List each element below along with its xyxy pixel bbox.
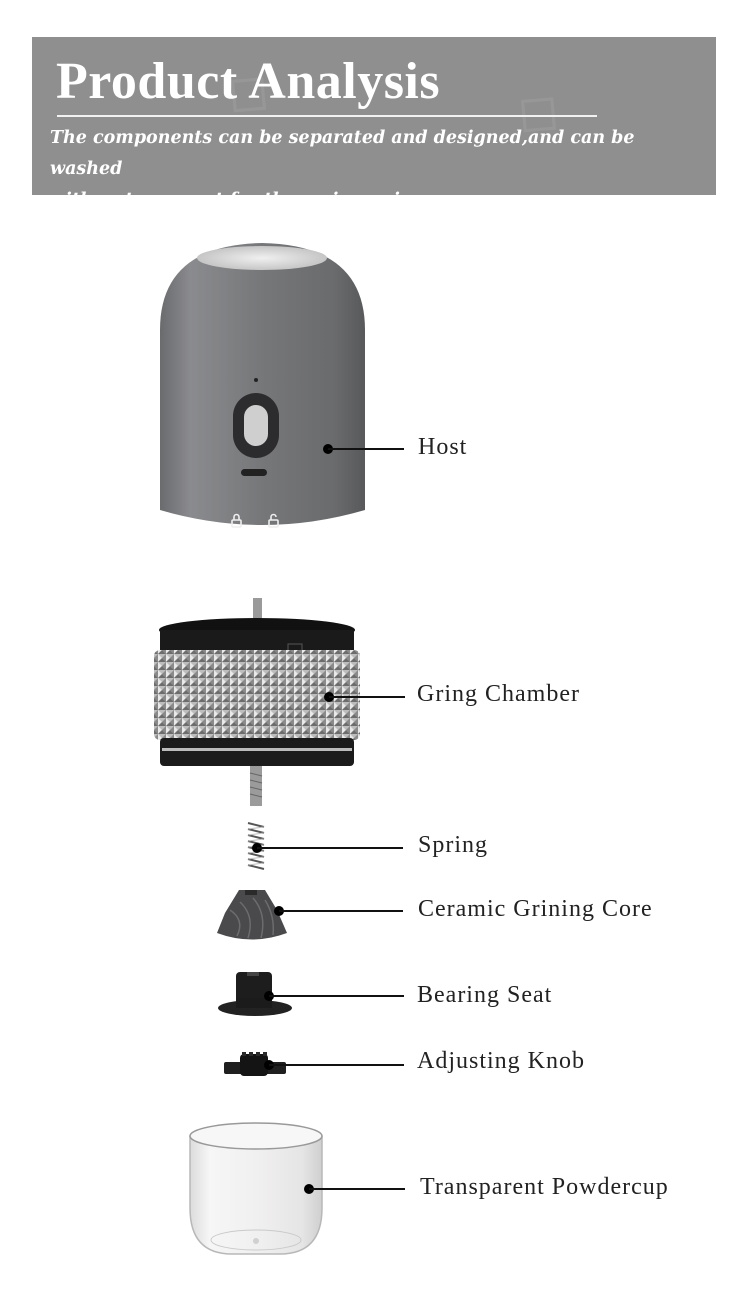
host-image bbox=[155, 240, 370, 540]
label-adjusting-knob: Adjusting Knob bbox=[417, 1048, 586, 1074]
ceramic-core-image bbox=[215, 888, 290, 943]
label-spring: Spring bbox=[418, 832, 489, 858]
bearing-seat-image bbox=[217, 970, 295, 1018]
leader-line bbox=[329, 696, 405, 698]
leader-line bbox=[328, 448, 404, 450]
leader-line bbox=[257, 847, 403, 849]
grind-chamber-image bbox=[150, 598, 365, 808]
header-banner: ◇ ◇ Product Analysis The components can … bbox=[32, 37, 716, 195]
unlock-icon bbox=[269, 518, 270, 519]
label-bearing-seat: Bearing Seat bbox=[417, 982, 553, 1008]
banner-subtitle: The components can be separated and desi… bbox=[50, 123, 710, 195]
label-gring-chamber: Gring Chamber bbox=[417, 681, 580, 707]
label-host: Host bbox=[418, 434, 468, 460]
subtitle-line-2: with water except for the main engine bbox=[50, 185, 710, 195]
leader-line bbox=[269, 995, 404, 997]
label-ceramic-core: Ceramic Grining Core bbox=[418, 896, 653, 922]
label-powdercup: Transparent Powdercup bbox=[420, 1174, 669, 1200]
powdercup-image bbox=[187, 1118, 325, 1258]
leader-line bbox=[309, 1188, 405, 1190]
title-divider bbox=[57, 115, 597, 117]
subtitle-line-1: The components can be separated and desi… bbox=[50, 128, 635, 179]
page-title: Product Analysis bbox=[56, 53, 441, 110]
leader-line bbox=[269, 1064, 404, 1066]
leader-line bbox=[279, 910, 403, 912]
lock-icon bbox=[232, 518, 233, 519]
